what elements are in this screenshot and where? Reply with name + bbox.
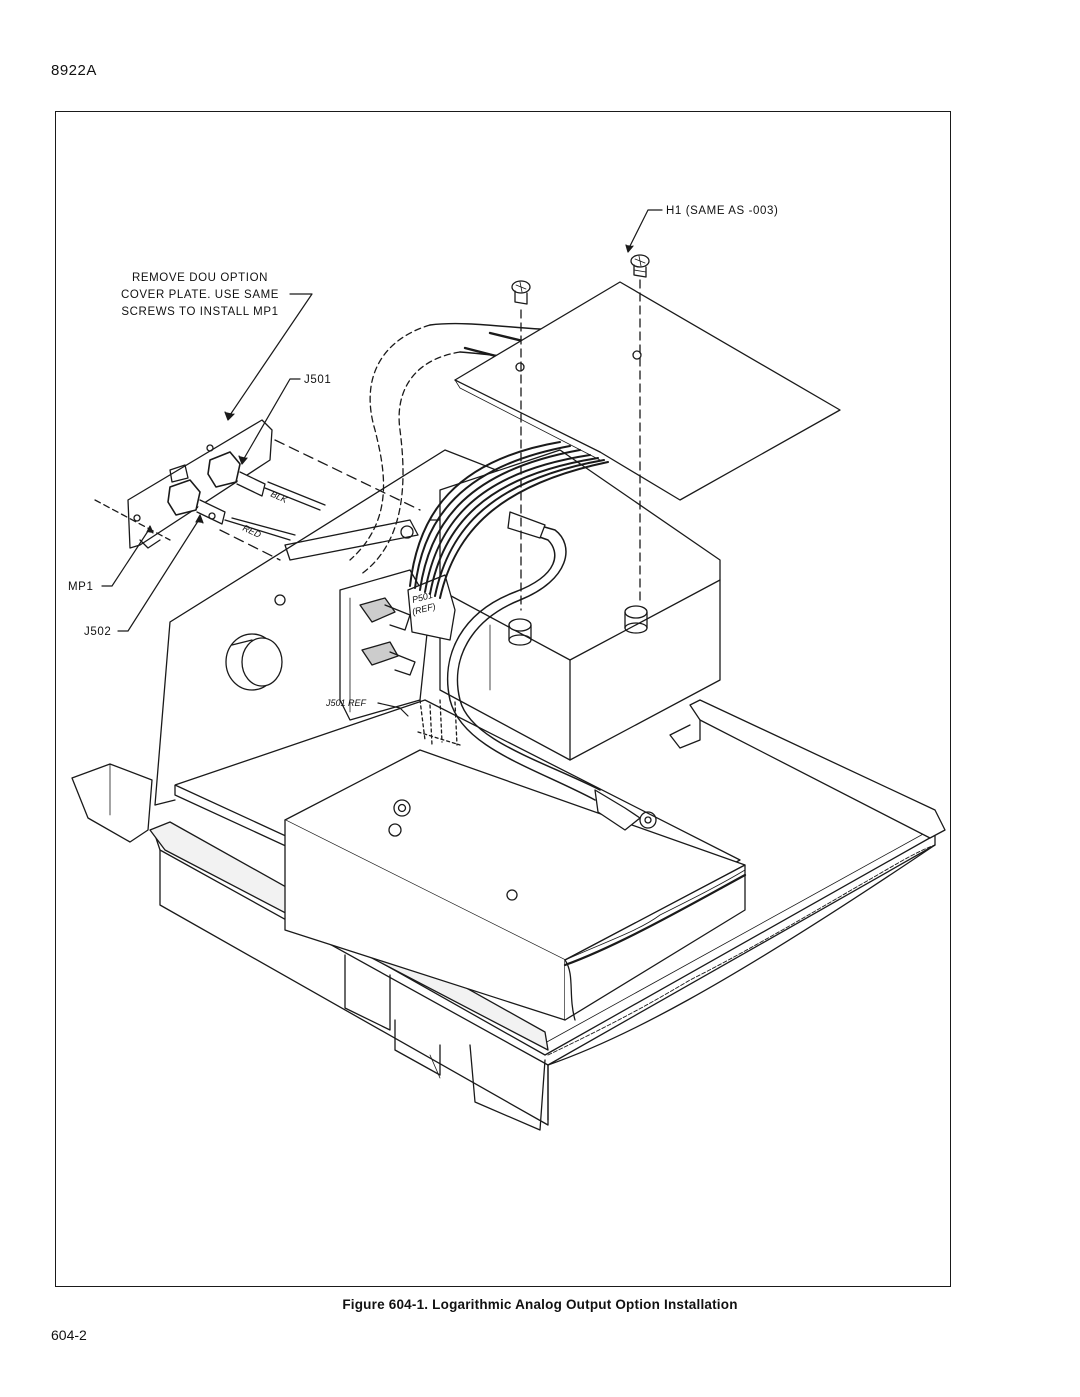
remove-callout-line-2: COVER PLATE. USE SAME (121, 289, 279, 301)
screw-h1 (630, 254, 650, 601)
screw-left (511, 280, 531, 611)
p501-connector-and-wires (407, 441, 657, 831)
j501-callout: J501 (304, 374, 331, 386)
h1-callout: H1 (SAME AS -003) (666, 205, 778, 217)
j501-ref-label: J501 REF (325, 698, 367, 708)
option-circuit-board (454, 281, 841, 501)
j502-callout: J502 (84, 626, 111, 638)
shield-box (284, 749, 747, 1021)
page-number: 604-2 (51, 1327, 87, 1343)
remove-callout-line-3: SCREWS TO INSTALL MP1 (121, 306, 278, 318)
mp1-callout: MP1 (68, 581, 93, 593)
remove-callout-line-1: REMOVE DOU OPTION (132, 272, 268, 284)
mp1-panel (94, 419, 421, 561)
j501-ref-connector-block (339, 569, 461, 746)
figure-frame (55, 111, 951, 1287)
callout-leaders (101, 209, 663, 717)
blk-wire-label: BLK (269, 489, 290, 506)
document-model-header: 8922A (51, 62, 97, 79)
figure-caption: Figure 604-1. Logarithmic Analog Output … (342, 1297, 738, 1312)
